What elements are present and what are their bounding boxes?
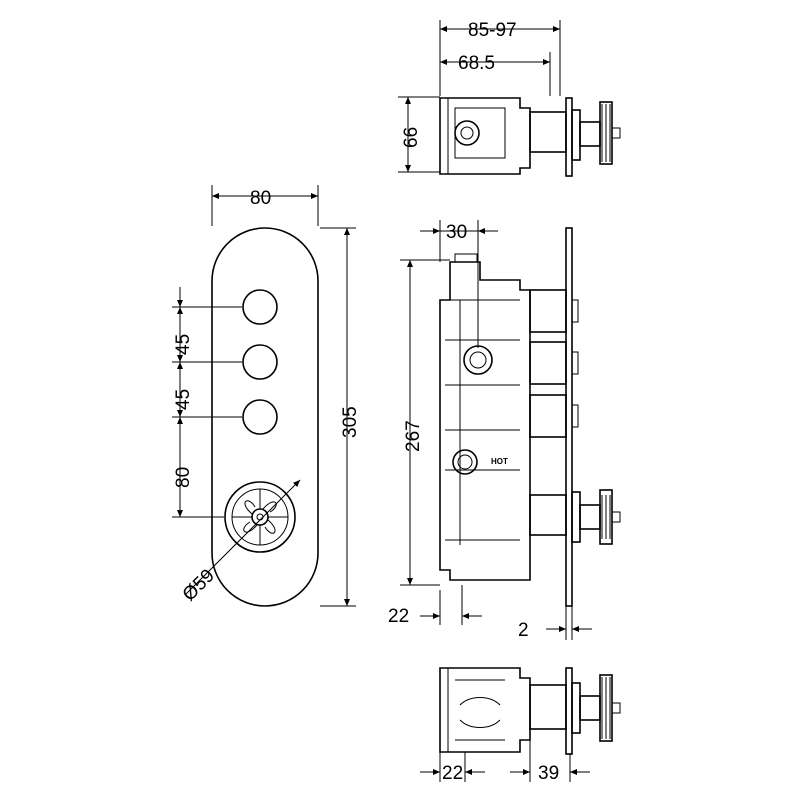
- dim-spacing-3: 80: [173, 467, 194, 488]
- dim-body-depth: 68.5: [458, 53, 495, 74]
- dim-offset-top: 30: [446, 222, 467, 243]
- top-view: 85-97 68.5 66: [398, 20, 621, 177]
- dim-offset-bottom: 22: [388, 606, 409, 627]
- dim-top-height: 66: [401, 127, 422, 148]
- dim-plate-thickness: 2: [518, 620, 529, 641]
- dim-spacing-2: 45: [173, 389, 194, 410]
- dim-bottom-offset: 22: [442, 763, 463, 784]
- dim-body-height: 267: [403, 420, 424, 452]
- wall-plate: [565, 227, 573, 607]
- dim-bottom-projection: 39: [538, 763, 559, 784]
- side-view: HOT 30 267 22 2: [388, 220, 621, 641]
- front-view: 80 305 45 45 80 Ø59: [172, 185, 361, 607]
- button-2: [242, 344, 278, 380]
- dim-front-height: 305: [340, 406, 361, 438]
- handle-wheel-icon: [224, 481, 296, 553]
- dim-overall-depth: 85-97: [468, 20, 517, 41]
- dim-front-width: 80: [250, 188, 271, 209]
- dim-spacing-1: 45: [173, 334, 194, 355]
- button-3: [242, 399, 278, 435]
- bottom-view: 22 39: [420, 667, 621, 784]
- hot-label: HOT: [491, 457, 508, 466]
- dim-handle-diameter: Ø59: [179, 565, 219, 605]
- button-1: [242, 289, 278, 325]
